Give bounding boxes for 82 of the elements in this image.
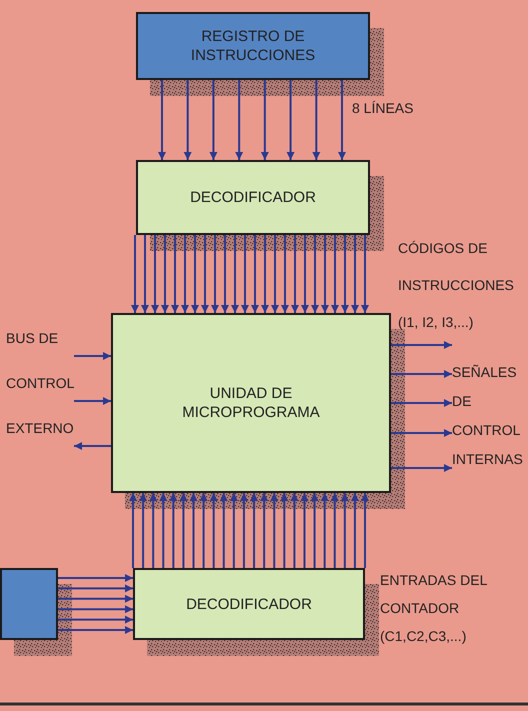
arrow [311, 235, 319, 313]
arrow [58, 584, 133, 592]
arrow [240, 493, 248, 568]
arrow [231, 235, 239, 313]
box-label: REGISTRO DE INSTRUCCIONES [190, 27, 316, 65]
arrow [171, 235, 179, 313]
arrow [280, 493, 288, 568]
arrow [260, 493, 268, 568]
arrow [191, 235, 199, 313]
arrow [159, 493, 168, 568]
arrow [361, 493, 369, 568]
arrow [261, 235, 269, 313]
box-label: DECODIFICADOR [190, 188, 316, 207]
arrow [158, 80, 166, 160]
annotation-text: ENTRADAS DEL CONTADOR (C1,C2,C3,...) [380, 571, 488, 646]
arrow [139, 493, 148, 568]
arrow [74, 442, 111, 450]
arrow [310, 493, 319, 568]
arrow [391, 429, 452, 437]
arrow [211, 235, 219, 313]
arrow [331, 235, 339, 313]
process-box [133, 568, 365, 640]
arrow [230, 493, 238, 568]
arrow [391, 464, 452, 472]
arrow [300, 493, 308, 568]
arrow [200, 493, 208, 568]
annotation-text: BUS DE CONTROL EXTERNO [6, 316, 74, 451]
arrow [281, 235, 289, 313]
arrow [74, 397, 111, 405]
arrow [58, 626, 133, 634]
arrow [210, 493, 218, 568]
process-box [136, 12, 370, 80]
annotation-text: 8 LÍNEAS [352, 99, 414, 117]
arrow [141, 235, 149, 313]
arrow [181, 235, 189, 313]
annotation-text: CÓDIGOS DE INSTRUCCIONES (I1, I2, I3,...) [398, 239, 515, 332]
arrow [58, 594, 133, 603]
arrow [320, 493, 329, 568]
arrow [391, 399, 452, 407]
arrow [184, 80, 192, 160]
arrow [151, 235, 159, 313]
arrow [58, 605, 133, 614]
arrow [221, 235, 229, 313]
arrow [58, 616, 133, 624]
arrow [291, 235, 299, 313]
arrow [270, 493, 278, 568]
arrow [361, 235, 369, 313]
arrow [179, 493, 188, 568]
arrow [341, 235, 349, 313]
arrow [58, 574, 133, 582]
arrow [201, 235, 209, 313]
arrow [391, 370, 452, 378]
arrow [169, 493, 178, 568]
arrow [338, 80, 346, 160]
arrow [312, 80, 320, 160]
arrow [74, 352, 111, 360]
arrow [251, 235, 259, 313]
arrow [290, 493, 298, 568]
arrow [161, 235, 169, 313]
block-box [0, 568, 58, 640]
arrow [190, 493, 198, 568]
arrow [391, 341, 452, 349]
arrow [129, 493, 137, 568]
annotation-text: SEÑALES DE CONTROL INTERNAS [452, 340, 528, 480]
arrow [220, 493, 228, 568]
arrow [330, 493, 339, 568]
arrow [235, 80, 244, 160]
arrow [131, 235, 139, 313]
arrow [340, 493, 349, 568]
arrow [301, 235, 309, 313]
arrow [271, 235, 279, 313]
arrow [241, 235, 249, 313]
box-label: DECODIFICADOR [186, 594, 312, 614]
arrow [149, 493, 158, 568]
box-label: UNIDAD DE MICROPROGRAMA [181, 384, 321, 422]
process-box [136, 160, 370, 235]
arrow [260, 80, 269, 160]
arrow [351, 235, 359, 313]
arrow [350, 493, 359, 568]
arrow [321, 235, 329, 313]
arrow [250, 493, 258, 568]
process-box [111, 313, 391, 493]
